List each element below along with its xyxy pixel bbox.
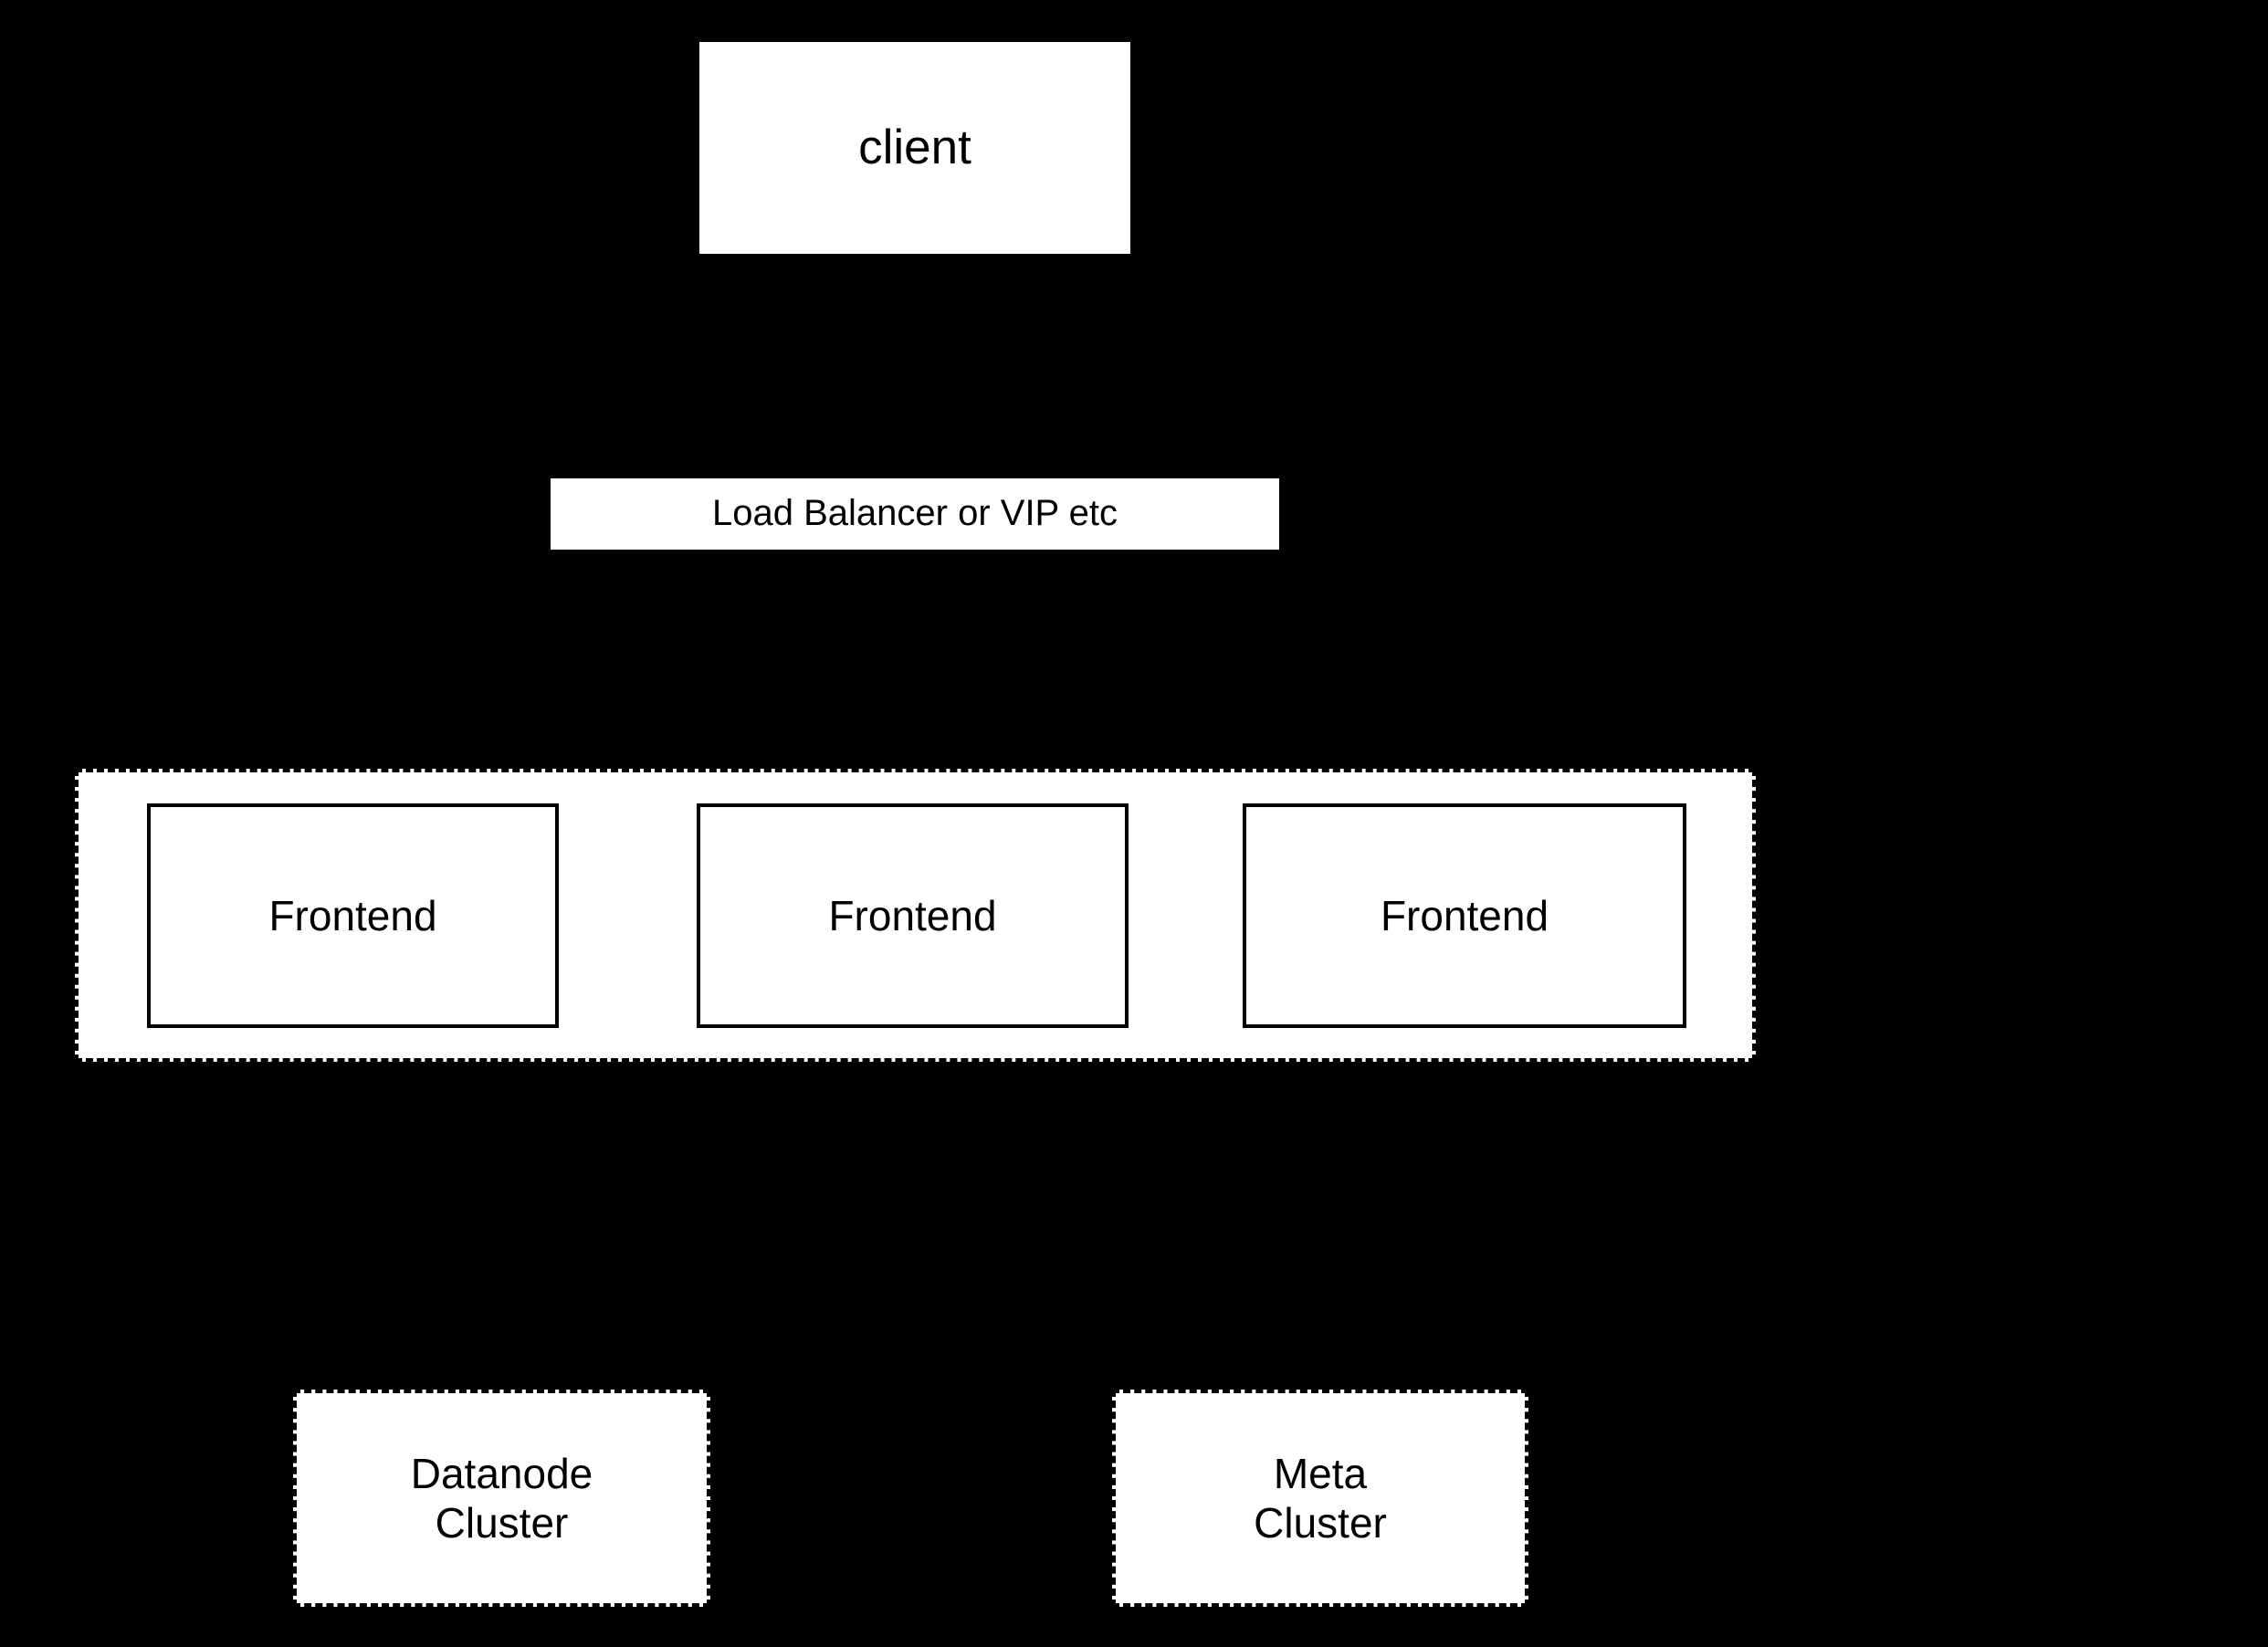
node-frontend-1-label: Frontend	[268, 891, 437, 939]
node-datanode-cluster-label: Datanode Cluster	[410, 1449, 593, 1547]
node-client[interactable]: client	[697, 39, 1133, 257]
node-datanode-cluster[interactable]: Datanode Cluster	[293, 1390, 710, 1607]
node-load-balancer[interactable]: Load Balancer or VIP etc	[551, 478, 1279, 550]
node-client-label: client	[858, 120, 971, 174]
node-frontend-3[interactable]: Frontend	[1243, 803, 1686, 1028]
node-meta-cluster-label: Meta Cluster	[1254, 1449, 1387, 1547]
node-load-balancer-label: Load Balancer or VIP etc	[712, 493, 1118, 534]
node-frontend-3-label: Frontend	[1380, 891, 1549, 939]
node-frontend-1[interactable]: Frontend	[147, 803, 559, 1028]
node-frontend-2-label: Frontend	[828, 891, 997, 939]
node-meta-cluster[interactable]: Meta Cluster	[1112, 1390, 1528, 1607]
group-frontend-cluster[interactable]: Frontend Frontend Frontend	[75, 769, 1756, 1062]
node-frontend-2[interactable]: Frontend	[697, 803, 1129, 1028]
